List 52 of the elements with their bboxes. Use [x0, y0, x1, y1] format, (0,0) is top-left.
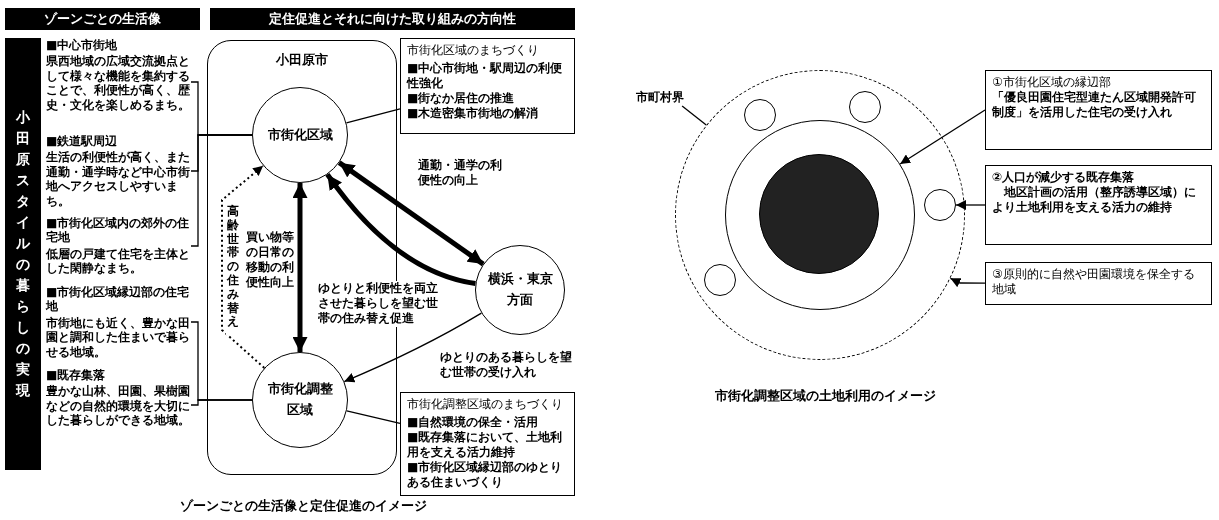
arrow [899, 109, 986, 165]
item-heading: ■既存集落 [46, 368, 107, 383]
box-title: ①市街化区域の縁辺部 [992, 75, 1112, 90]
bullet-item: ■自然環境の保全・活用 [407, 415, 540, 430]
bullet-item: ■街なか居住の推進 [407, 91, 516, 106]
connector-line [345, 108, 401, 124]
edge-label: ゆとりと利便性を両立させた暮らしを望む世帯の住み替え促進 [318, 281, 440, 327]
bullet-item: 「優良田園住宅型連たん区域開発許可制度」を活用した住宅の受け入れ [992, 90, 1197, 120]
callout-box: ③原則的に自然や田園環境を保全する地域 [985, 262, 1212, 305]
arrow [337, 160, 485, 267]
info-box [400, 38, 575, 134]
bullet-item: ■市街化区域縁辺部のゆとりある住まいづくり [407, 460, 564, 490]
leader-line [681, 105, 707, 126]
vertical-banner: 小田原スタイルの暮らしの実現 [5, 38, 41, 470]
item-heading: ■鉄道駅周辺 [46, 134, 119, 149]
arrow [343, 312, 483, 383]
item-heading: ■中心市街地 [46, 38, 119, 53]
callout-box [985, 70, 1212, 150]
connector-line [346, 410, 401, 425]
item-heading: ■市街化区域内の郊外の住宅地 [46, 216, 191, 245]
zone-circle: 市街化調整区域 [252, 352, 348, 448]
arrow [221, 164, 266, 369]
callout-box [985, 165, 1212, 245]
bullet-item: ■木造密集市街地の解消 [407, 106, 540, 121]
header-bar: 定住促進とそれに向けた取り組みの方向性 [210, 8, 575, 30]
connector-line [190, 399, 253, 406]
item-description: 県西地域の広域交流拠点として様々な機能を集約することで、利便性が高く、歴史・文化を楽しめるまち。 [46, 54, 191, 112]
box-title: ②人口が減少する既存集落 [992, 170, 1136, 185]
destination-circle: 横浜・東京方面 [475, 245, 565, 335]
connector-line [190, 134, 253, 247]
header-bar: ゾーンごとの生活像 [5, 8, 200, 30]
figure-caption: 市街化調整区域の土地利用のイメージ [713, 388, 937, 405]
arrow [955, 200, 986, 210]
info-box [400, 392, 575, 496]
box-title: 市街化調整区域のまちづくり [407, 397, 564, 412]
zone-circle: 市街化区域 [252, 87, 348, 183]
item-heading: ■市街化区域縁辺部の住宅地 [46, 285, 191, 314]
item-heading: 市町村界 [636, 90, 685, 105]
item-description: 豊かな山林、田園、果樹園などの自然的環境を大切にした暮らしができる地域。 [46, 384, 191, 428]
edge-label: ゆとりのある暮らしを望む世帯の受け入れ [440, 350, 572, 382]
item-description: 低層の戸建て住宅を主体とした閑静なまち。 [46, 246, 191, 276]
item-description: 生活の利便性が高く、また通勤・通学時など中心市街地へアクセスしやすいまち。 [46, 150, 191, 208]
bullet-item: ■既存集落において、土地利用を支える活力維持 [407, 430, 564, 460]
item-description: 市街地にも近く、豊かな田園と調和した住まいで暮らせる地域。 [46, 315, 191, 359]
caption: ゾーンごとの生活像と定住促進のイメージ [180, 498, 428, 515]
edge-label: 高齢世帯の住み替え [226, 205, 240, 335]
box-title: 市街化区域のまちづくり [407, 43, 540, 58]
bullet-item: ■中心市街地・駅周辺の利便性強化 [407, 61, 564, 91]
bullet-item: 地区計画の活用（整序誘導区域）により土地利用を支える活力の維持 [992, 185, 1197, 215]
arrow [292, 183, 308, 352]
arrow [949, 277, 986, 288]
arrow [325, 172, 476, 287]
